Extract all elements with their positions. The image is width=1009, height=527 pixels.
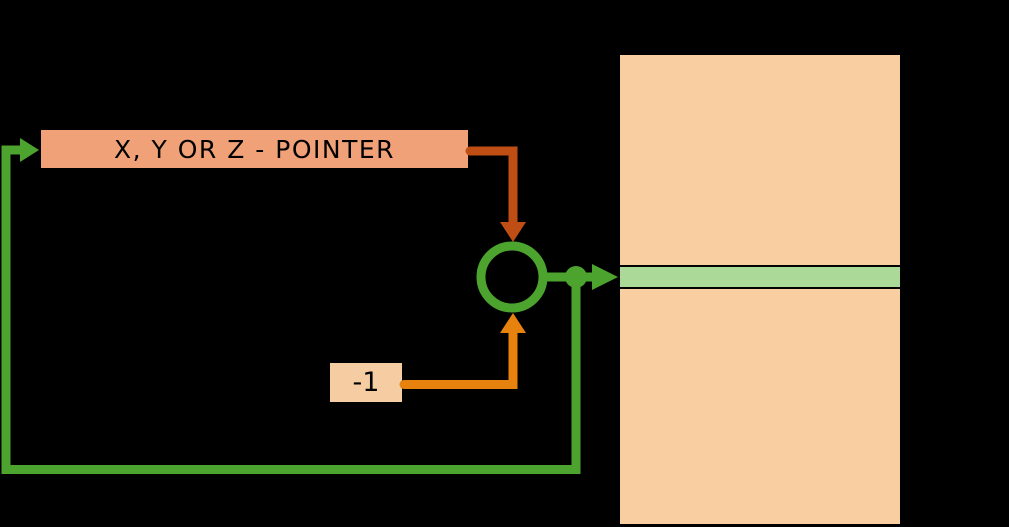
junction-dot	[565, 266, 587, 288]
pointer-to-sum-arrow-line	[465, 146, 518, 229]
pointer-register-box: X, Y OR Z - POINTER	[39, 128, 470, 170]
pointer-to-sum-arrowhead	[500, 222, 526, 242]
decrement-to-sum-arrowhead	[500, 313, 526, 333]
memory-block	[618, 53, 902, 526]
feedback-arrow-line	[1, 145, 581, 474]
pointer-register-label: X, Y OR Z - POINTER	[113, 134, 396, 164]
memory-cell-highlight	[620, 265, 900, 289]
sum-junction-circle	[476, 241, 548, 313]
decrement-box: -1	[328, 361, 404, 404]
sum-to-memory-arrowhead	[592, 264, 618, 290]
decrement-to-sum-arrow-line	[399, 327, 518, 389]
feedback-arrowhead	[20, 138, 39, 162]
decrement-label: -1	[352, 367, 380, 398]
